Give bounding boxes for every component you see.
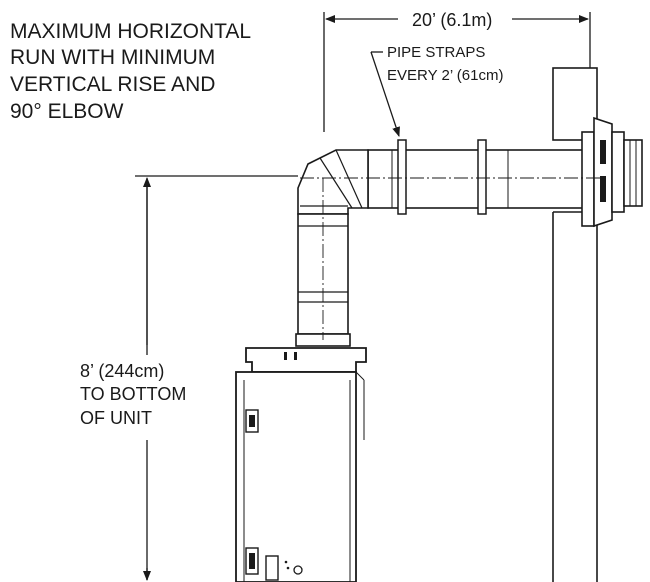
water-heater-unit (235, 347, 367, 582)
unit-details (249, 352, 297, 570)
title-line-4: 90° ELBOW (10, 100, 124, 123)
strap-leader-line (370, 51, 400, 137)
vertical-dimension-line-1: 8’ (244cm) (80, 361, 164, 381)
vertical-dimension-line-2: TO BOTTOM (80, 384, 186, 404)
horizontal-dimension-label: 20’ (6.1m) (412, 10, 492, 30)
centerlines (300, 177, 600, 340)
vertical-dimension-line-3: OF UNIT (80, 408, 152, 428)
strap-note-line-1: PIPE STRAPS (387, 44, 485, 61)
exterior-wall (552, 67, 598, 582)
pipe-strap-2 (477, 139, 487, 215)
strap-note-line-2: EVERY 2’ (61cm) (387, 67, 503, 84)
termination-vent-slots (600, 140, 606, 202)
title-line-1: MAXIMUM HORIZONTAL (10, 20, 251, 43)
ninety-degree-elbow (297, 149, 369, 215)
pipe-strap-1 (397, 139, 407, 215)
vertical-dimension (135, 175, 298, 581)
title-line-2: RUN WITH MINIMUM (10, 46, 215, 69)
title-line-3: VERTICAL RISE AND (10, 73, 215, 96)
wall-termination (581, 116, 643, 228)
